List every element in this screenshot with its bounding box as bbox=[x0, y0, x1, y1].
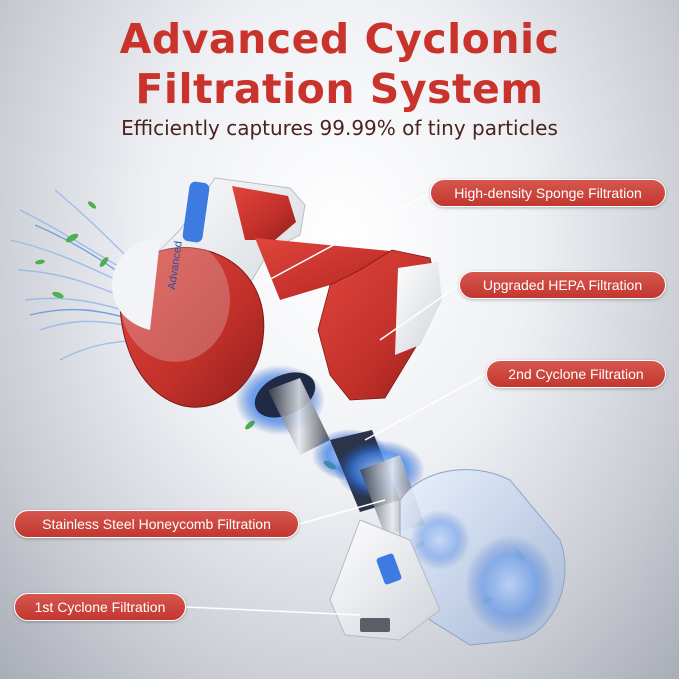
headline-line-2: Filtration System bbox=[135, 65, 544, 113]
vacuum-body: Advanced bbox=[112, 177, 442, 408]
callout-1st-cyclone-filtration: 1st Cyclone Filtration bbox=[14, 593, 186, 621]
headline: Advanced Cyclonic Filtration System bbox=[0, 14, 679, 114]
dust-bin bbox=[399, 469, 566, 646]
headline-line-1: Advanced Cyclonic bbox=[119, 15, 560, 63]
callout-leader-lines bbox=[185, 192, 487, 616]
callout-hepa-filtration: Upgraded HEPA Filtration bbox=[459, 271, 666, 299]
callout-sponge-filtration: High-density Sponge Filtration bbox=[430, 179, 666, 207]
callout-honeycomb-filtration: Stainless Steel Honeycomb Filtration bbox=[14, 510, 299, 538]
nozzle bbox=[329, 519, 441, 641]
subheadline: Efficiently captures 99.99% of tiny part… bbox=[121, 116, 558, 140]
callout-2nd-cyclone-filtration: 2nd Cyclone Filtration bbox=[486, 360, 666, 388]
